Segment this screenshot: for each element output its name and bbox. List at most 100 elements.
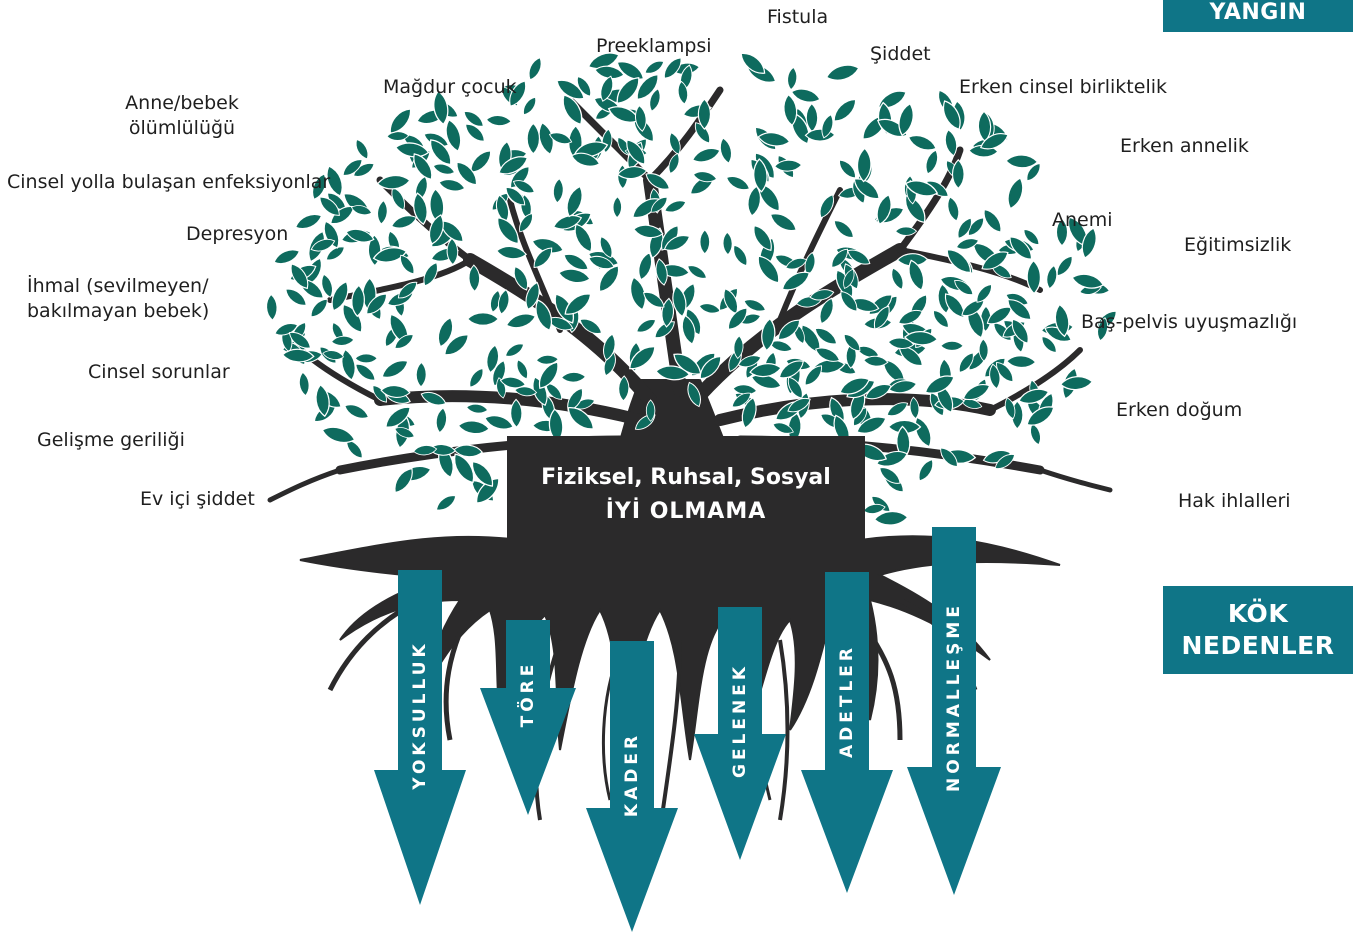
leaf [552, 215, 583, 230]
leaf [616, 77, 640, 104]
leaf [951, 159, 965, 190]
leaf [319, 196, 340, 216]
leaf [547, 316, 574, 331]
symptom-text: İhmal (sevilmeyen/ [27, 275, 209, 297]
leaf [804, 365, 822, 386]
leaf [839, 377, 871, 395]
leaf [809, 289, 835, 301]
leaf [940, 340, 964, 351]
leaf [887, 337, 915, 349]
leaf [548, 132, 573, 145]
root-cause-arrow [480, 620, 576, 815]
symptom-text: ölümlülüğü [128, 116, 236, 139]
leaf [330, 335, 355, 346]
leaf [660, 225, 679, 251]
leaf [976, 284, 992, 303]
leaf [465, 403, 489, 414]
leaf [814, 327, 838, 345]
leaf [681, 314, 696, 345]
leaf [904, 331, 939, 346]
leaf [722, 231, 733, 256]
leaf [385, 406, 411, 428]
leaf [961, 299, 985, 317]
leaf [1097, 317, 1109, 342]
leaf [914, 416, 932, 448]
symptom-label-lack-of-education: Eğitimsizlik [1184, 234, 1292, 256]
leaf [821, 114, 834, 139]
leaf [757, 132, 791, 147]
leaf [528, 57, 542, 81]
leaf [423, 132, 449, 147]
leaf [663, 235, 691, 251]
leaf [1056, 255, 1073, 277]
leaf [1026, 406, 1055, 426]
leaf [273, 249, 301, 265]
leaf [463, 111, 484, 127]
leaf [341, 348, 356, 381]
leaf [1041, 336, 1057, 353]
symptom-label-anemia: Anemi [1052, 209, 1113, 231]
leaf [446, 237, 459, 266]
leaf [552, 178, 564, 204]
leaf [576, 76, 592, 97]
leaf [372, 247, 408, 263]
leaf [644, 60, 665, 74]
leaf [350, 205, 373, 216]
leaf [863, 355, 889, 367]
leaf [574, 223, 593, 253]
leaf [298, 371, 310, 397]
leaf [430, 139, 452, 166]
leaf [955, 238, 980, 250]
leaf [509, 80, 527, 107]
symptom-label-depression: Depresyon [186, 223, 289, 245]
leaf [312, 173, 327, 201]
leaf [896, 253, 929, 267]
leaf [1046, 264, 1058, 290]
leaf [394, 427, 415, 439]
leaf [773, 159, 803, 172]
symptom-label-preeclampsia: Preeklampsi [596, 35, 712, 57]
leaf [907, 135, 937, 151]
leaf [563, 253, 589, 271]
symptom-label-early-union: Erken cinsel birliktelik [959, 76, 1167, 98]
leaf [618, 375, 630, 402]
leaf [996, 361, 1014, 383]
leaf [691, 147, 721, 163]
leaf [687, 381, 701, 408]
leaf [531, 238, 565, 254]
leaf [344, 404, 370, 419]
leaf [598, 265, 620, 293]
leaf [876, 194, 892, 225]
root-cause-arrow [907, 527, 1001, 895]
leaf [497, 216, 519, 245]
leaf [490, 289, 501, 313]
leaf [896, 425, 911, 460]
fire-label-box: YANGIN [1163, 0, 1353, 32]
leaf [435, 407, 448, 434]
leaf [698, 303, 721, 314]
leaf [394, 467, 413, 494]
leaf [877, 90, 907, 109]
leaf [499, 376, 526, 389]
central-outcome-title: İYİ OLMAMA [605, 499, 767, 524]
leaf [636, 73, 659, 101]
leaf [453, 453, 475, 484]
leaf [285, 288, 307, 306]
leaf [753, 158, 768, 193]
leaf [687, 265, 707, 279]
leaf [423, 261, 438, 287]
leaf [1081, 227, 1097, 259]
leaf [790, 88, 821, 103]
leaf [440, 220, 464, 243]
leaf [926, 180, 949, 197]
leaf [819, 297, 834, 325]
leaf [429, 214, 444, 245]
leaf [626, 139, 646, 165]
leaf [1007, 299, 1032, 320]
leaf [677, 80, 689, 105]
leaf [516, 359, 528, 380]
leaf [497, 289, 510, 315]
leaf [505, 187, 526, 206]
leaf [908, 259, 925, 291]
symptom-label-preterm-birth: Erken doğum [1116, 399, 1243, 421]
